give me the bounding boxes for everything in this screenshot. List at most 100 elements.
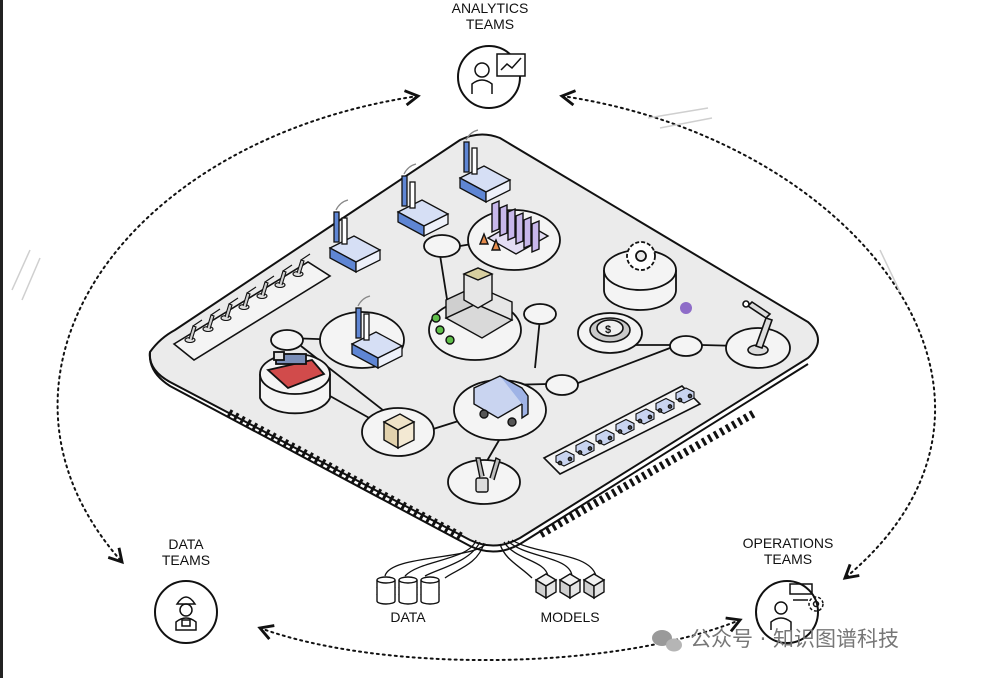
pin [406,504,414,514]
pin [628,478,636,487]
pin [664,457,672,467]
pin [456,531,463,540]
pin [700,437,708,446]
car-icon [635,408,655,425]
crate [515,211,524,246]
arrow-data-to-operations [257,616,743,662]
pin [568,512,576,521]
pin [313,455,321,464]
pin [332,465,339,474]
factory-icon [328,199,382,274]
pin [712,430,720,440]
pin [682,447,690,457]
pin [369,485,376,494]
pin [245,419,252,428]
dollar-coin-icon: $ [589,317,631,343]
node-small-center [545,374,579,396]
pin [375,488,383,497]
pin [270,432,277,441]
car-icon [615,418,635,436]
operations-teams: OPERATIONS TEAMS [743,535,833,644]
pin [412,508,420,517]
pin [634,474,642,484]
operator-gear-icon [770,583,824,630]
pin [538,529,546,538]
platform-pins [226,409,756,540]
pin [736,417,744,426]
analytics-teams: ANALYTICS TEAMS [452,0,528,109]
pin [616,485,624,494]
crate [531,219,540,254]
pin [338,468,345,478]
factory-cluster [328,129,512,370]
crate [523,215,532,250]
warehouse-icon [478,199,550,255]
database-stack [376,576,396,605]
factory-icon [458,129,512,204]
node-small-right [669,335,703,357]
models-output-label: MODELS [540,609,599,625]
robot-arm-icon [238,286,257,311]
pin [622,481,630,491]
pin [387,495,395,504]
car-icon [595,429,615,446]
pin [288,442,296,451]
cycle-arrows [56,89,937,662]
pin [556,519,564,528]
pin [562,515,570,525]
pin [425,514,432,524]
database-stack [398,576,418,605]
robot-arm-icon [292,253,311,278]
pin [443,524,451,534]
pin [646,468,654,477]
pin [232,412,240,422]
robot-arm-icon [256,275,275,300]
factory-icon [396,163,450,238]
crate [507,207,516,242]
pin [718,427,726,436]
package-box-icon [382,413,416,450]
models-output: MODELS [534,573,606,625]
vehicle-parking-lot [542,385,702,475]
crate [499,203,508,238]
robot-arm-icon [220,297,239,322]
pin [592,498,600,508]
svg-text:$: $ [605,324,611,336]
operations-teams-label-line2: TEAMS [764,551,812,567]
pin [676,451,684,460]
pin [431,518,438,527]
node-small-mid [523,303,557,325]
decorative-strokes [11,107,901,301]
data-output-label: DATA [390,609,426,625]
node-small-left [270,329,304,351]
left-border [0,0,3,678]
status-dot [680,302,692,314]
pin [418,511,426,521]
database-icon [376,576,440,605]
pin [598,495,606,504]
pin [344,471,352,481]
pin [350,475,358,484]
pin [724,423,732,433]
robot-arm-icon [274,264,293,289]
watermark-text: 公众号 · 知识图谱科技 [690,627,899,651]
pin [658,461,666,470]
gear-cylinder [603,241,677,311]
arrow-analytics-to-data [56,89,421,565]
robot-assembly-line [172,253,332,361]
car-icon [655,397,675,415]
pin [394,498,401,507]
pin [381,491,389,501]
pin [640,471,648,480]
watermark: 公众号 · 知识图谱科技 [652,627,899,652]
robot-arm-icon [184,319,203,344]
tools-icon [475,457,501,493]
car-icon [675,387,695,404]
pin [610,488,618,497]
cube [558,573,582,600]
office-building-icon [431,267,514,345]
data-teams: DATA TEAMS [154,536,218,644]
pin [307,452,314,461]
pin [363,481,370,491]
pin [694,440,702,450]
